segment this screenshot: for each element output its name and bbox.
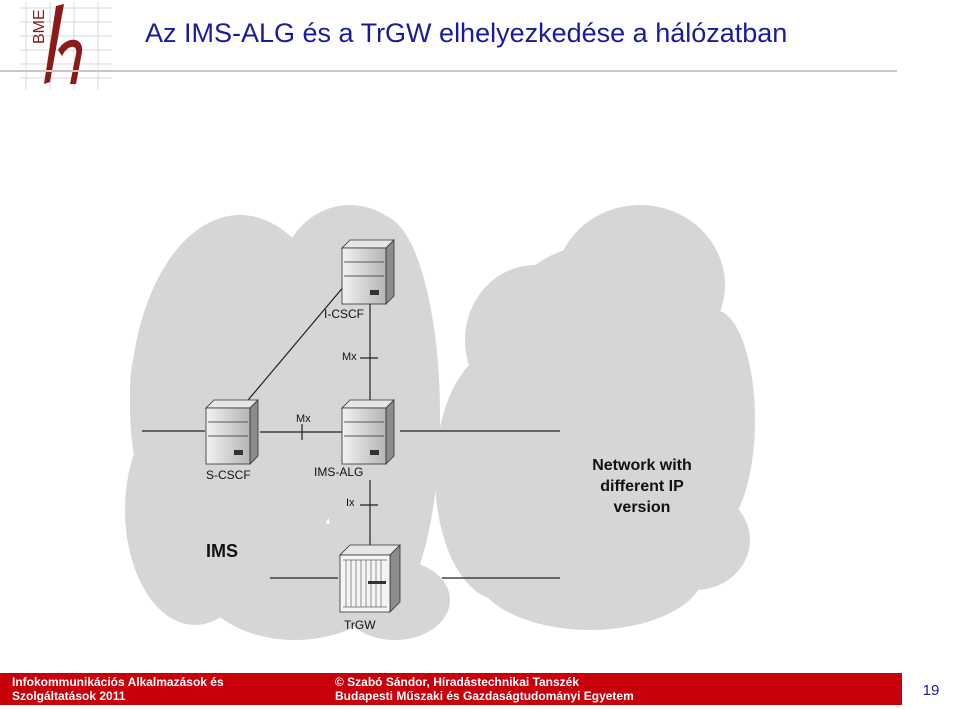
footer-credits-line2: Budapesti Műszaki és Gazdaságtudományi E… <box>335 689 634 703</box>
network-label-line1: Network with <box>592 457 692 474</box>
icscf-label: I-CSCF <box>324 307 364 321</box>
scscf-label: S-CSCF <box>206 468 251 482</box>
footer-course: Infokommunikációs Alkalmazások és Szolgá… <box>12 675 224 703</box>
footer-credits-line1: © Szabó Sándor, Híradástechnikai Tanszék <box>335 675 580 689</box>
footer-course-line1: Infokommunikációs Alkalmazások és <box>12 675 224 689</box>
mx-horizontal-label: Mx <box>296 413 311 425</box>
trgw-gateway-icon <box>339 544 401 613</box>
bme-logo: BME <box>20 2 112 90</box>
logo-text: BME <box>31 9 48 44</box>
connection-lines <box>142 284 560 579</box>
page-title: Az IMS-ALG és a TrGW elhelyezkedése a há… <box>145 18 788 48</box>
trgw-label: TrGW <box>344 618 376 632</box>
network-label-line3: version <box>614 499 671 516</box>
network-cloud <box>435 205 755 630</box>
network-diagram: I-CSCF S-CSCF IMS-ALG TrGW Mx M <box>125 205 755 640</box>
footer-course-line2: Szolgáltatások 2011 <box>12 689 126 703</box>
scscf-server-icon <box>205 399 259 465</box>
icscf-server-icon <box>341 239 395 305</box>
ims-domain-label: IMS <box>206 541 238 561</box>
footer-bar: Infokommunikációs Alkalmazások és Szolgá… <box>0 673 960 705</box>
mx-vertical-label: Mx <box>342 351 357 363</box>
title-divider <box>0 70 897 72</box>
page-number: 19 <box>902 673 960 705</box>
icscf-scscf-link <box>237 284 346 413</box>
imsalg-label: IMS-ALG <box>314 465 363 479</box>
network-label-line2: different IP <box>600 478 684 495</box>
imsalg-server-icon <box>341 399 395 465</box>
ims-cloud <box>125 205 450 640</box>
footer-credits: © Szabó Sándor, Híradástechnikai Tanszék… <box>335 675 634 703</box>
ix-label: Ix <box>346 497 355 509</box>
